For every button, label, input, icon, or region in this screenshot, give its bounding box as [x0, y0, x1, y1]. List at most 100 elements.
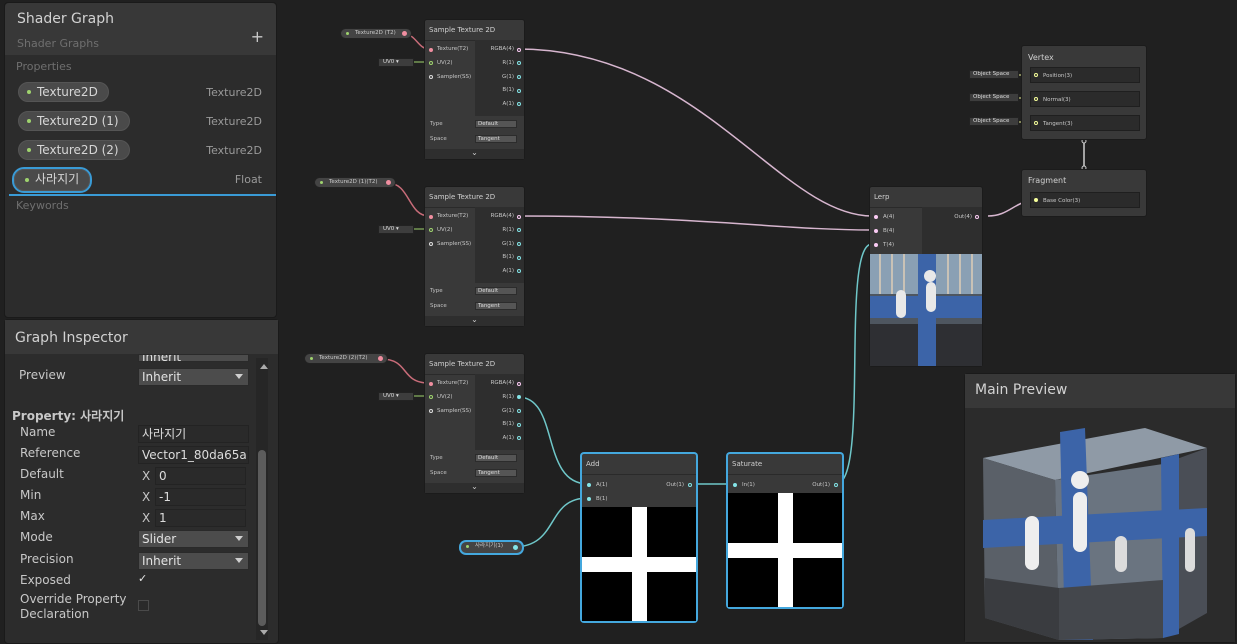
- normal-slot[interactable]: [1030, 91, 1140, 107]
- g-output-port-icon[interactable]: [517, 242, 521, 246]
- graph-inspector-panel[interactable]: Graph Inspector Inherit Preview Inherit …: [4, 319, 279, 644]
- base-color-port-icon[interactable]: [1034, 198, 1038, 202]
- fragment-block[interactable]: Fragment Base Color(3): [1021, 169, 1147, 217]
- float-property-node[interactable]: 사라지기(1): [460, 541, 523, 554]
- scrollbar-thumb[interactable]: [258, 450, 266, 626]
- r-output-port-icon[interactable]: [517, 395, 521, 399]
- texture-input-port-icon[interactable]: [429, 215, 433, 219]
- a-input-port-icon[interactable]: [587, 483, 591, 487]
- property-pill-texture2d-1[interactable]: Texture2D (1): [18, 111, 130, 131]
- mode-dropdown[interactable]: Slider: [138, 530, 249, 548]
- a-input-port-icon[interactable]: [874, 215, 878, 219]
- default-field[interactable]: 0: [155, 467, 246, 485]
- precision-dropdown[interactable]: Inherit: [138, 552, 249, 570]
- sampler-input-port-icon[interactable]: [429, 409, 433, 413]
- space-dropdown[interactable]: Tangent: [475, 135, 517, 143]
- a-output-port-icon[interactable]: [517, 436, 521, 440]
- r-output-port-icon[interactable]: [517, 228, 521, 232]
- uv-dropdown-2[interactable]: UV0 ▾: [378, 392, 414, 401]
- normal-port-icon[interactable]: [1034, 97, 1038, 101]
- texture-property-node-1[interactable]: Texture2D (1)(T2): [314, 177, 396, 188]
- sample-texture-node-1[interactable]: Sample Texture 2D Texture(T2) UV(2) Samp…: [424, 186, 525, 327]
- texture-port-icon[interactable]: [402, 31, 407, 36]
- expand-chevron-icon[interactable]: ⌄: [425, 149, 524, 159]
- property-pill-texture2d[interactable]: Texture2D: [18, 82, 109, 102]
- outputs-area: [475, 207, 524, 283]
- sampler-input-port-icon[interactable]: [429, 75, 433, 79]
- preview-cube[interactable]: [965, 408, 1235, 642]
- b-output-port-icon[interactable]: [517, 89, 521, 93]
- rgba-output-port-icon[interactable]: [517, 48, 521, 52]
- tangent-slot[interactable]: [1030, 115, 1140, 131]
- override-checkbox[interactable]: [138, 600, 149, 611]
- scroll-down-icon[interactable]: [260, 630, 268, 635]
- a-output-port-icon[interactable]: [517, 102, 521, 106]
- g-output-port-icon[interactable]: [517, 409, 521, 413]
- uv-dropdown-1[interactable]: UV0 ▾: [378, 225, 414, 234]
- a-output-port-icon[interactable]: [517, 269, 521, 273]
- blackboard-panel[interactable]: Shader Graph Shader Graphs + Properties …: [4, 2, 277, 318]
- texture-property-node-0[interactable]: Texture2D (T2): [340, 28, 412, 39]
- texture-property-node-2[interactable]: Texture2D (2)(T2): [304, 353, 388, 364]
- space-dropdown[interactable]: Tangent: [475, 302, 517, 310]
- float-port-icon[interactable]: [513, 545, 518, 550]
- uv-dropdown-0[interactable]: UV0 ▾: [378, 58, 414, 67]
- position-port-icon[interactable]: [1034, 73, 1038, 77]
- space-dropdown[interactable]: Tangent: [475, 469, 517, 477]
- object-space-chip-tangent[interactable]: Object Space: [969, 117, 1019, 126]
- out-port-icon[interactable]: [688, 483, 692, 487]
- uv-input-port-icon[interactable]: [429, 395, 433, 399]
- name-field[interactable]: 사라지기: [138, 425, 249, 443]
- preview-dropdown[interactable]: Inherit: [138, 368, 249, 386]
- port-label: G(1): [501, 241, 514, 247]
- vertex-block[interactable]: Vertex Position(3) Normal(3) Tangent(3): [1021, 45, 1147, 140]
- lerp-node[interactable]: Lerp A(4) B(4) T(4) Out(4): [869, 186, 983, 367]
- saturate-node[interactable]: Saturate In(1) Out(1): [727, 453, 843, 608]
- base-color-slot[interactable]: [1030, 192, 1140, 208]
- object-space-chip-position[interactable]: Object Space: [969, 70, 1019, 79]
- texture-port-icon[interactable]: [386, 180, 391, 185]
- sample-texture-node-0[interactable]: Sample Texture 2D Texture(T2) UV(2) Samp…: [424, 19, 525, 160]
- property-pill-texture2d-2[interactable]: Texture2D (2): [18, 140, 130, 160]
- uv-input-port-icon[interactable]: [429, 61, 433, 65]
- uv-input-port-icon[interactable]: [429, 228, 433, 232]
- b-input-port-icon[interactable]: [874, 229, 878, 233]
- default-label: Default: [20, 467, 64, 481]
- texture-port-icon[interactable]: [378, 356, 383, 361]
- r-output-port-icon[interactable]: [517, 61, 521, 65]
- add-node[interactable]: Add A(1) B(1) Out(1): [581, 453, 697, 622]
- texture-input-port-icon[interactable]: [429, 382, 433, 386]
- texture-input-port-icon[interactable]: [429, 48, 433, 52]
- scroll-up-icon[interactable]: [260, 364, 268, 369]
- sample-texture-node-2[interactable]: Sample Texture 2D Texture(T2) UV(2) Samp…: [424, 353, 525, 494]
- type-dropdown[interactable]: Default: [475, 287, 517, 295]
- max-field[interactable]: 1: [155, 509, 246, 527]
- min-field[interactable]: -1: [155, 488, 246, 506]
- reference-field[interactable]: Vector1_80da65a: [138, 446, 249, 464]
- out-port-icon[interactable]: [975, 215, 979, 219]
- rgba-output-port-icon[interactable]: [517, 215, 521, 219]
- object-space-chip-normal[interactable]: Object Space: [969, 93, 1019, 102]
- exposed-checkbox[interactable]: ✓: [138, 572, 148, 585]
- rgba-output-port-icon[interactable]: [517, 382, 521, 386]
- b-output-port-icon[interactable]: [517, 423, 521, 427]
- expand-chevron-icon[interactable]: ⌄: [425, 483, 524, 493]
- b-output-port-icon[interactable]: [517, 256, 521, 260]
- clipped-dropdown[interactable]: Inherit: [138, 354, 249, 362]
- expand-chevron-icon[interactable]: ⌄: [425, 316, 524, 326]
- tangent-port-icon[interactable]: [1034, 121, 1038, 125]
- property-pill-float-selected[interactable]: 사라지기: [11, 167, 93, 193]
- inspector-scrollbar[interactable]: [256, 358, 268, 640]
- out-port-icon[interactable]: [834, 483, 838, 487]
- position-slot[interactable]: [1030, 67, 1140, 83]
- min-label: Min: [20, 488, 42, 502]
- type-dropdown[interactable]: Default: [475, 120, 517, 128]
- b-input-port-icon[interactable]: [587, 497, 591, 501]
- t-input-port-icon[interactable]: [874, 243, 878, 247]
- g-output-port-icon[interactable]: [517, 75, 521, 79]
- in-port-icon[interactable]: [733, 483, 737, 487]
- main-preview-panel[interactable]: Main Preview: [964, 373, 1236, 643]
- add-property-button[interactable]: +: [250, 27, 264, 46]
- type-dropdown[interactable]: Default: [475, 454, 517, 462]
- sampler-input-port-icon[interactable]: [429, 242, 433, 246]
